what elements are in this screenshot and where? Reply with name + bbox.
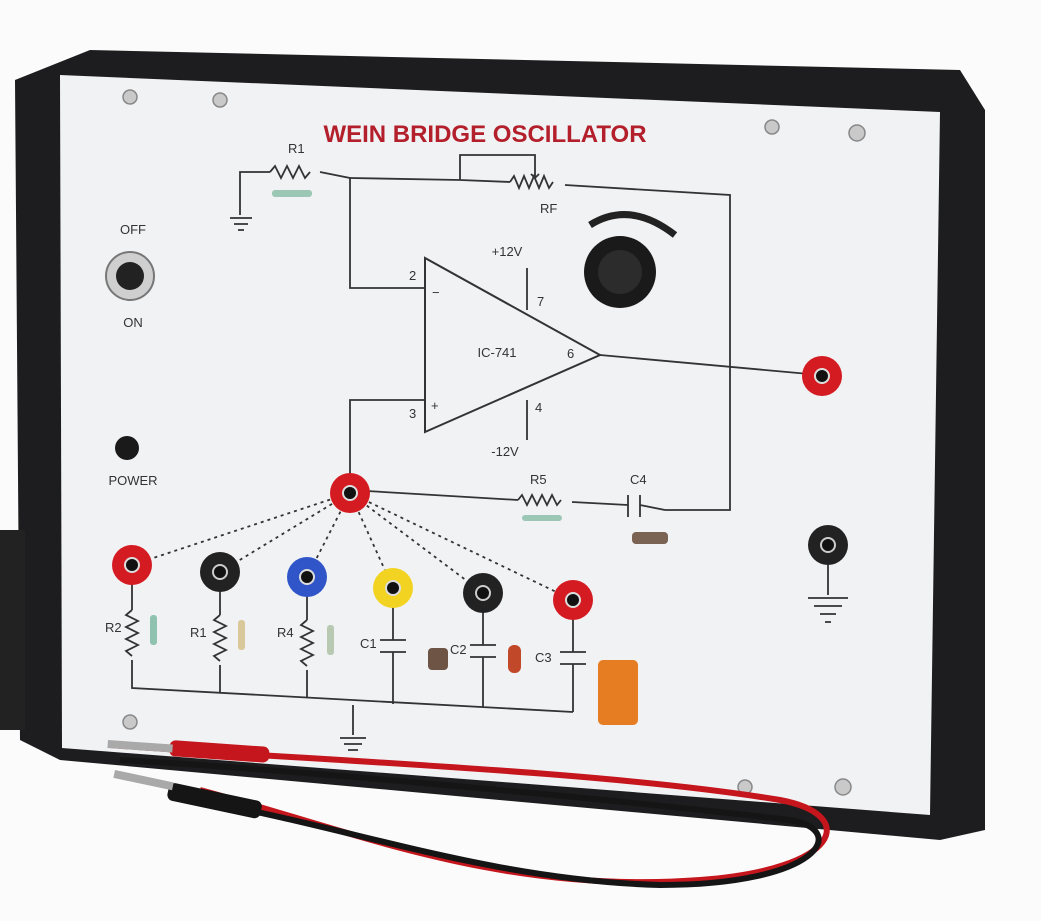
black-probe[interactable]: [166, 782, 263, 819]
r2-label: R2: [105, 620, 122, 635]
resistor-r1-part: [272, 190, 312, 197]
output-jack[interactable]: [802, 356, 842, 396]
pin3-label: 3: [409, 406, 416, 421]
ground-jack[interactable]: [808, 525, 848, 565]
screw-icon: [834, 778, 852, 796]
screws: [122, 89, 866, 796]
rf-potentiometer-symbol: [509, 173, 554, 191]
capacitor-c4-part: [632, 532, 668, 544]
jacks: [112, 356, 848, 623]
ic-label: IC-741: [477, 345, 516, 360]
power-led: [115, 436, 139, 460]
vplus-label: +12V: [492, 244, 523, 259]
test-leads[interactable]: [107, 740, 830, 889]
capacitor-c2-part: [508, 645, 521, 673]
r5-label: R5: [530, 472, 547, 487]
r4-label: R4: [277, 625, 294, 640]
c4-label: C4: [630, 472, 647, 487]
patch-guides: [131, 492, 574, 601]
jack-c2[interactable]: [463, 573, 503, 613]
r1-bottom-label: R1: [190, 625, 207, 640]
rf-label: RF: [540, 201, 557, 216]
power-cord: [0, 530, 25, 730]
ground-icon: [340, 737, 366, 751]
c3-label: C3: [535, 650, 552, 665]
off-label: OFF: [120, 222, 146, 237]
jack-r1[interactable]: [200, 552, 240, 592]
pin4-label: 4: [535, 400, 542, 415]
pin6-label: 6: [567, 346, 574, 361]
pin7-label: 7: [537, 294, 544, 309]
noninverting-sign: +: [431, 398, 439, 413]
jack-r4[interactable]: [287, 557, 327, 597]
rf-knob[interactable]: [584, 211, 678, 308]
feedback-network: R1 RF: [230, 141, 731, 511]
center-jack[interactable]: [330, 473, 370, 513]
c2-label: C2: [450, 642, 467, 657]
power-toggle-switch[interactable]: [105, 251, 155, 301]
jack-r2[interactable]: [112, 545, 152, 585]
capacitor-c1-part: [428, 648, 448, 670]
screw-icon: [848, 124, 866, 142]
pin2-label: 2: [409, 268, 416, 283]
opamp: IC-741 +12V -12V 2 3 7 4 6 − +: [349, 244, 821, 493]
ground-icon: [808, 565, 848, 623]
on-label: ON: [123, 315, 143, 330]
vminus-label: -12V: [491, 444, 519, 459]
capacitor-c3-part: [598, 660, 638, 725]
c1-label: C1: [360, 636, 377, 651]
screw-icon: [212, 92, 228, 108]
power-label: POWER: [108, 473, 157, 488]
screw-icon: [764, 119, 780, 135]
jack-c1[interactable]: [373, 568, 413, 608]
panel-title: WEIN BRIDGE OSCILLATOR: [323, 121, 646, 148]
resistor-r1-symbol: [269, 163, 311, 181]
screw-icon: [122, 714, 138, 730]
front-panel: [60, 75, 940, 815]
knob-arc-indicator: [588, 211, 678, 238]
resistor-r5-part: [522, 515, 562, 521]
r5-c4-branch: R5 C4: [349, 472, 668, 544]
inverting-sign: −: [432, 285, 440, 300]
jack-c3[interactable]: [553, 580, 593, 620]
screw-icon: [122, 89, 138, 105]
ground-icon: [230, 217, 252, 231]
bottom-network: R2 R1 R4 C1 C2 C3: [105, 565, 638, 751]
red-probe[interactable]: [169, 740, 270, 763]
r1-top-label: R1: [288, 141, 305, 156]
